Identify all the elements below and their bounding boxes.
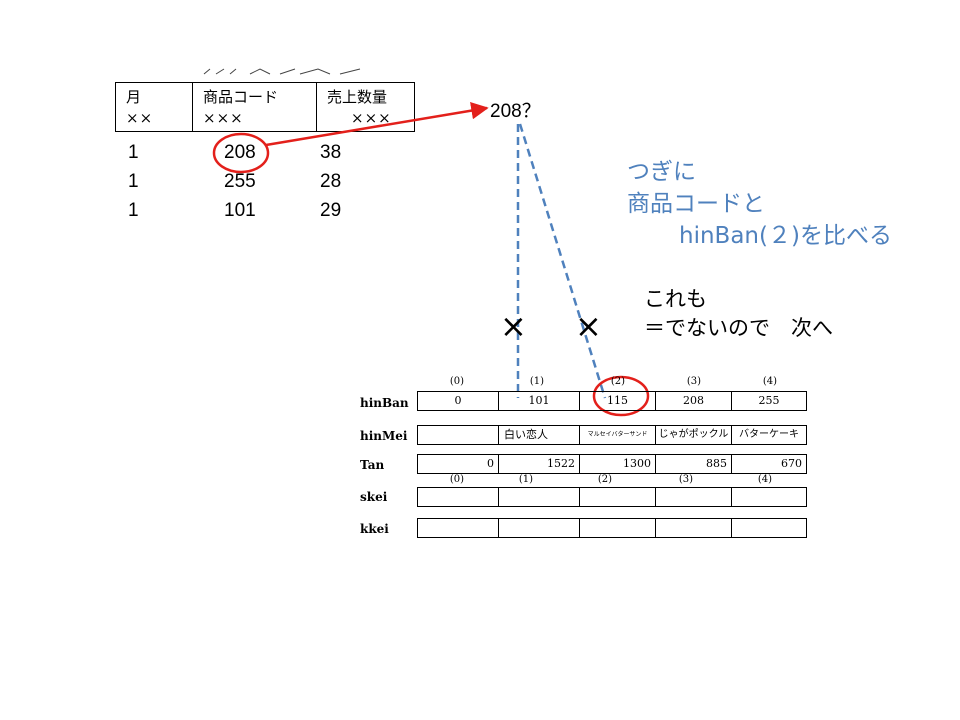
index-2: (2) [610, 376, 626, 387]
tan-cell-4: 670 [781, 457, 802, 470]
highlight-circle-115 [592, 375, 650, 417]
hinban-cell-0: 0 [418, 392, 499, 410]
hinmei-cell-0 [418, 426, 499, 444]
row-1-month: 1 [128, 142, 139, 163]
tan-cell-1: 1522 [499, 455, 580, 473]
row-2-quantity: 28 [320, 171, 342, 192]
label-kkei: kkei [360, 522, 389, 536]
black-note-line-2: ＝でないので 次へ [644, 316, 833, 340]
hinban-cell-2: 115 [580, 392, 656, 410]
index-4: (4) [762, 376, 778, 387]
label-hinban: hinBan [360, 396, 409, 410]
row-2-code: 255 [224, 171, 256, 192]
blue-note-line-3: hinBan(２)を比べる [679, 223, 892, 249]
skei-index-4: (4) [757, 474, 773, 485]
question-label: 208？ [490, 101, 541, 122]
red-arrow [265, 101, 489, 147]
skei-cell-3 [656, 488, 732, 506]
skei-index-2: (2) [597, 474, 613, 485]
kkei-cell-1 [499, 519, 580, 537]
index-0: (0) [449, 376, 465, 387]
tan-cell-2: 1300 [580, 455, 656, 473]
array-skei [417, 487, 807, 507]
array-tan: 0 1522 1300 885 670 [417, 454, 807, 474]
hinmei-cell-3: じゃがポックル [656, 426, 732, 444]
highlight-circle-208 [212, 132, 270, 174]
placeholder-quantity: ××× [351, 109, 392, 127]
row-3-quantity: 29 [320, 200, 342, 221]
header-product-code: 商品コード [203, 88, 279, 106]
skei-cell-4 [732, 488, 806, 506]
hinban-cell-3: 208 [656, 392, 732, 410]
kkei-cell-2 [580, 519, 656, 537]
index-3: (3) [686, 376, 702, 387]
black-note-line-1: これも [644, 287, 707, 311]
column-quantity: 売上数量 ××× [317, 83, 414, 131]
black-note: これも ＝でないので 次へ [644, 285, 833, 343]
hinmei-cell-1: 白い恋人 [499, 426, 580, 444]
kkei-cell-3 [656, 519, 732, 537]
row-3-month: 1 [128, 200, 139, 221]
skei-cell-0 [418, 488, 499, 506]
row-3-code: 101 [224, 200, 256, 221]
index-1: (1) [529, 376, 545, 387]
cropped-title-fragment [203, 68, 361, 75]
array-hinban: 0 101 115 208 255 [417, 391, 807, 411]
kkei-cell-4 [732, 519, 806, 537]
column-product-code: 商品コード ××× [193, 83, 317, 131]
skei-index-1: (1) [518, 474, 534, 485]
label-hinmei: hinMei [360, 429, 408, 443]
array-hinmei: 白い恋人 マルセイバターサンド じゃがポックル バターケーキ [417, 425, 807, 445]
label-skei: skei [360, 490, 388, 504]
skei-index-0: (0) [449, 474, 465, 485]
column-month: 月 ×× [116, 83, 193, 131]
array-kkei [417, 518, 807, 538]
tan-cell-0: 0 [418, 455, 499, 473]
hinban-cell-1: 101 [499, 392, 580, 410]
placeholder-month: ×× [126, 109, 154, 127]
blue-note-line-2: 商品コードと [627, 191, 765, 217]
row-2-month: 1 [128, 171, 139, 192]
header-month: 月 [126, 88, 142, 106]
hinmei-cell-2: マルセイバターサンド [580, 426, 656, 444]
cross-mark-1: × [500, 307, 527, 345]
hinban-cell-4: 255 [758, 394, 780, 407]
hinmei-cell-4: バターケーキ [739, 429, 799, 440]
skei-index-3: (3) [678, 474, 694, 485]
dashed-line-diagonal [518, 123, 607, 399]
row-1-code: 208 [224, 142, 256, 163]
kkei-cell-0 [418, 519, 499, 537]
blue-note-line-1: つぎに [627, 159, 696, 185]
row-1-quantity: 38 [320, 142, 342, 163]
skei-cell-1 [499, 488, 580, 506]
placeholder-product-code: ××× [203, 109, 244, 127]
tan-cell-3: 885 [656, 455, 732, 473]
cross-mark-2: × [575, 307, 602, 345]
sales-table-header: 月 ×× 商品コード ××× 売上数量 ××× [115, 82, 415, 132]
label-tan: Tan [360, 458, 385, 472]
skei-cell-2 [580, 488, 656, 506]
header-quantity: 売上数量 [327, 88, 388, 106]
blue-note: つぎに 商品コードと hinBan(２)を比べる [627, 156, 892, 252]
